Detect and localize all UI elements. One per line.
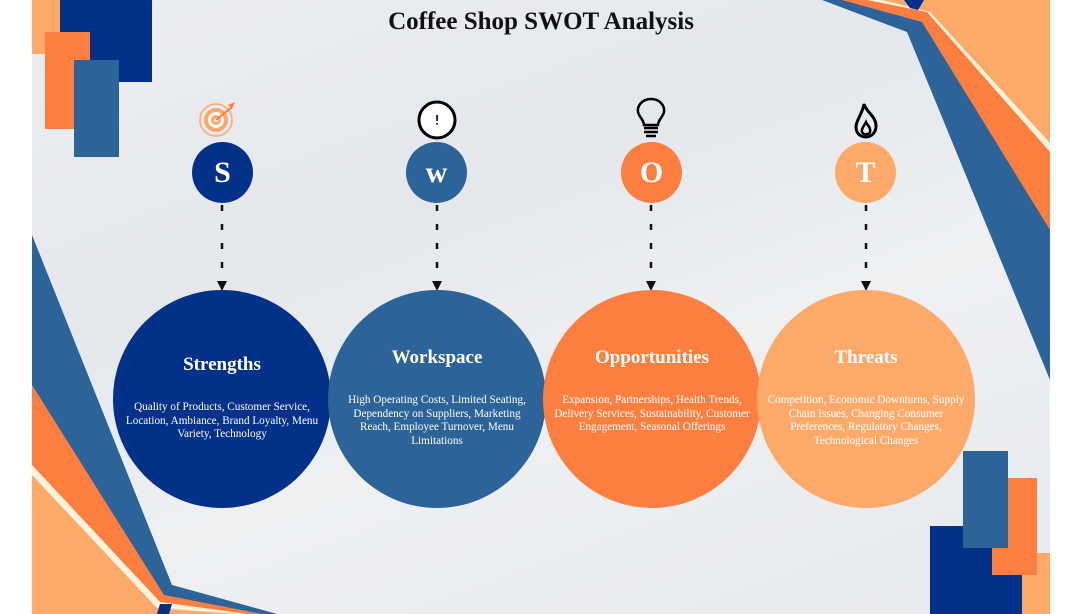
decorative-background — [32, 0, 1050, 614]
letter-badge-t: T — [835, 142, 896, 203]
strengths-circle: Strengths Quality of Products, Customer … — [113, 290, 331, 508]
lightbulb-icon — [631, 97, 671, 138]
dashed-arrow — [217, 205, 227, 291]
letter-badge-s: S — [192, 142, 253, 203]
alert-circle-icon — [417, 100, 457, 140]
workspace-text: High Operating Costs, Limited Seating, D… — [348, 394, 526, 447]
letter-badge-o: O — [621, 142, 682, 203]
threats-circle: Threats Competition, Economic Downturns,… — [757, 290, 975, 508]
opportunities-heading: Opportunities — [594, 347, 710, 368]
threats-heading: Threats — [834, 347, 898, 368]
page-title: Coffee Shop SWOT Analysis — [388, 8, 694, 35]
target-icon — [198, 99, 238, 139]
letter-badge-w: w — [406, 142, 467, 203]
dashed-arrow — [432, 205, 442, 291]
strengths-text: Quality of Products, Customer Service, L… — [125, 401, 319, 440]
strengths-heading: Strengths — [183, 354, 261, 375]
threats-text: Competition, Economic Downturns, Supply … — [767, 394, 965, 447]
dashed-arrow — [646, 205, 656, 291]
flame-icon — [846, 100, 886, 140]
swot-slide: Coffee Shop SWOT Analysis S Strengths Qu… — [32, 0, 1050, 614]
workspace-circle: Workspace High Operating Costs, Limited … — [328, 290, 546, 508]
opportunities-circle: Opportunities Expansion, Partnerships, H… — [543, 290, 761, 508]
dashed-arrow — [861, 205, 871, 291]
workspace-heading: Workspace — [391, 347, 483, 368]
opportunities-text: Expansion, Partnerships, Health Trends, … — [554, 394, 750, 433]
